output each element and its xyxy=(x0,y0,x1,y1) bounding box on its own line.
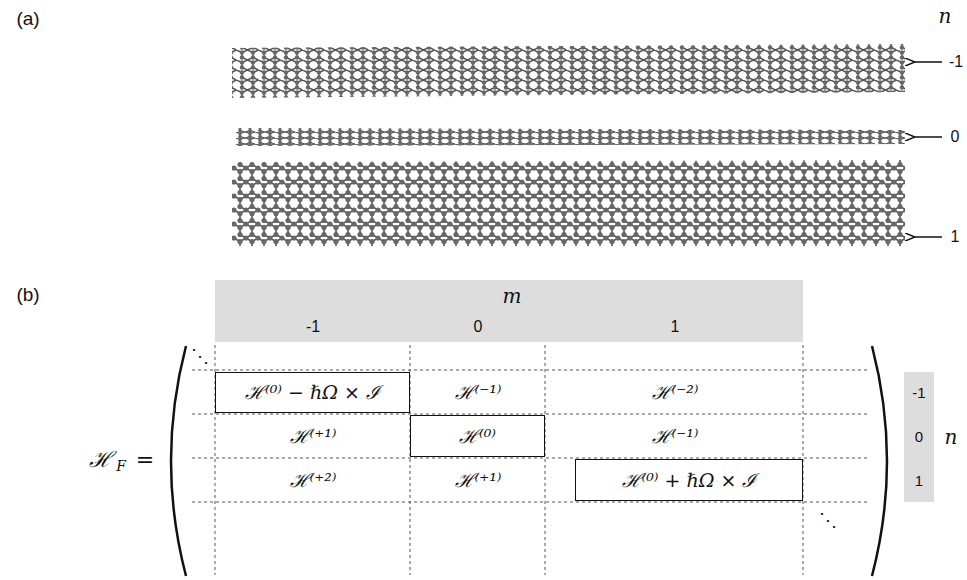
layer-arrow xyxy=(914,136,942,138)
equals-sign: = xyxy=(136,449,154,471)
panel-label: (b) xyxy=(16,285,39,304)
graphene-layer xyxy=(232,160,905,246)
matrix-entry: ℋ⁽⁻¹⁾ xyxy=(652,427,699,446)
panel-label: (a) xyxy=(16,9,39,28)
matrix-symbol: ℋ xyxy=(89,449,112,471)
row-index: -1 xyxy=(912,385,925,400)
layer-index: 1 xyxy=(951,229,960,245)
matrix-block-box: ℋ⁽⁰⁾ − ℏΩ × ℐ xyxy=(215,372,410,413)
matrix-subscript: F xyxy=(116,459,126,473)
matrix-entry: ℋ⁽⁻²⁾ xyxy=(652,383,699,402)
layer-index: 0 xyxy=(951,129,960,145)
column-index: 0 xyxy=(474,319,483,335)
ellipsis: ⋱ xyxy=(819,511,837,529)
axis-label: n xyxy=(945,427,958,447)
matrix-entry: ℋ⁽⁺¹⁾ xyxy=(455,471,502,490)
matrix-entry: ℋ⁽⁺²⁾ xyxy=(290,471,337,490)
header-band xyxy=(215,280,803,342)
row-index: 1 xyxy=(915,473,923,488)
matrix-entry: ℋ⁽⁰⁾ − ℏΩ × ℐ xyxy=(245,383,380,402)
column-index: -1 xyxy=(306,319,320,335)
column-index: 1 xyxy=(671,319,680,335)
axis-label: n xyxy=(939,6,952,26)
graphene-layer xyxy=(236,128,905,146)
parenthesis xyxy=(171,346,186,576)
graphene-layer xyxy=(232,44,905,98)
parenthesis xyxy=(872,346,887,576)
ellipsis: ⋱ xyxy=(191,347,209,365)
matrix-entry: ℋ⁽⁺¹⁾ xyxy=(290,427,337,446)
axis-label: m xyxy=(503,286,522,306)
matrix-entry: ℋ⁽⁰⁾ xyxy=(459,427,496,446)
layer-index: -1 xyxy=(949,54,963,70)
layer-arrow xyxy=(914,236,942,238)
layer-arrow xyxy=(914,61,942,63)
grid-lines xyxy=(192,345,868,575)
matrix-entry: ℋ⁽⁰⁾ + ℏΩ × ℐ xyxy=(622,471,757,490)
header-band xyxy=(904,372,934,502)
matrix-block-box: ℋ⁽⁰⁾ xyxy=(410,415,545,457)
matrix-block-box: ℋ⁽⁰⁾ + ℏΩ × ℐ xyxy=(575,459,803,501)
matrix-entry: ℋ⁽⁻¹⁾ xyxy=(455,383,502,402)
row-index: 0 xyxy=(915,429,923,444)
